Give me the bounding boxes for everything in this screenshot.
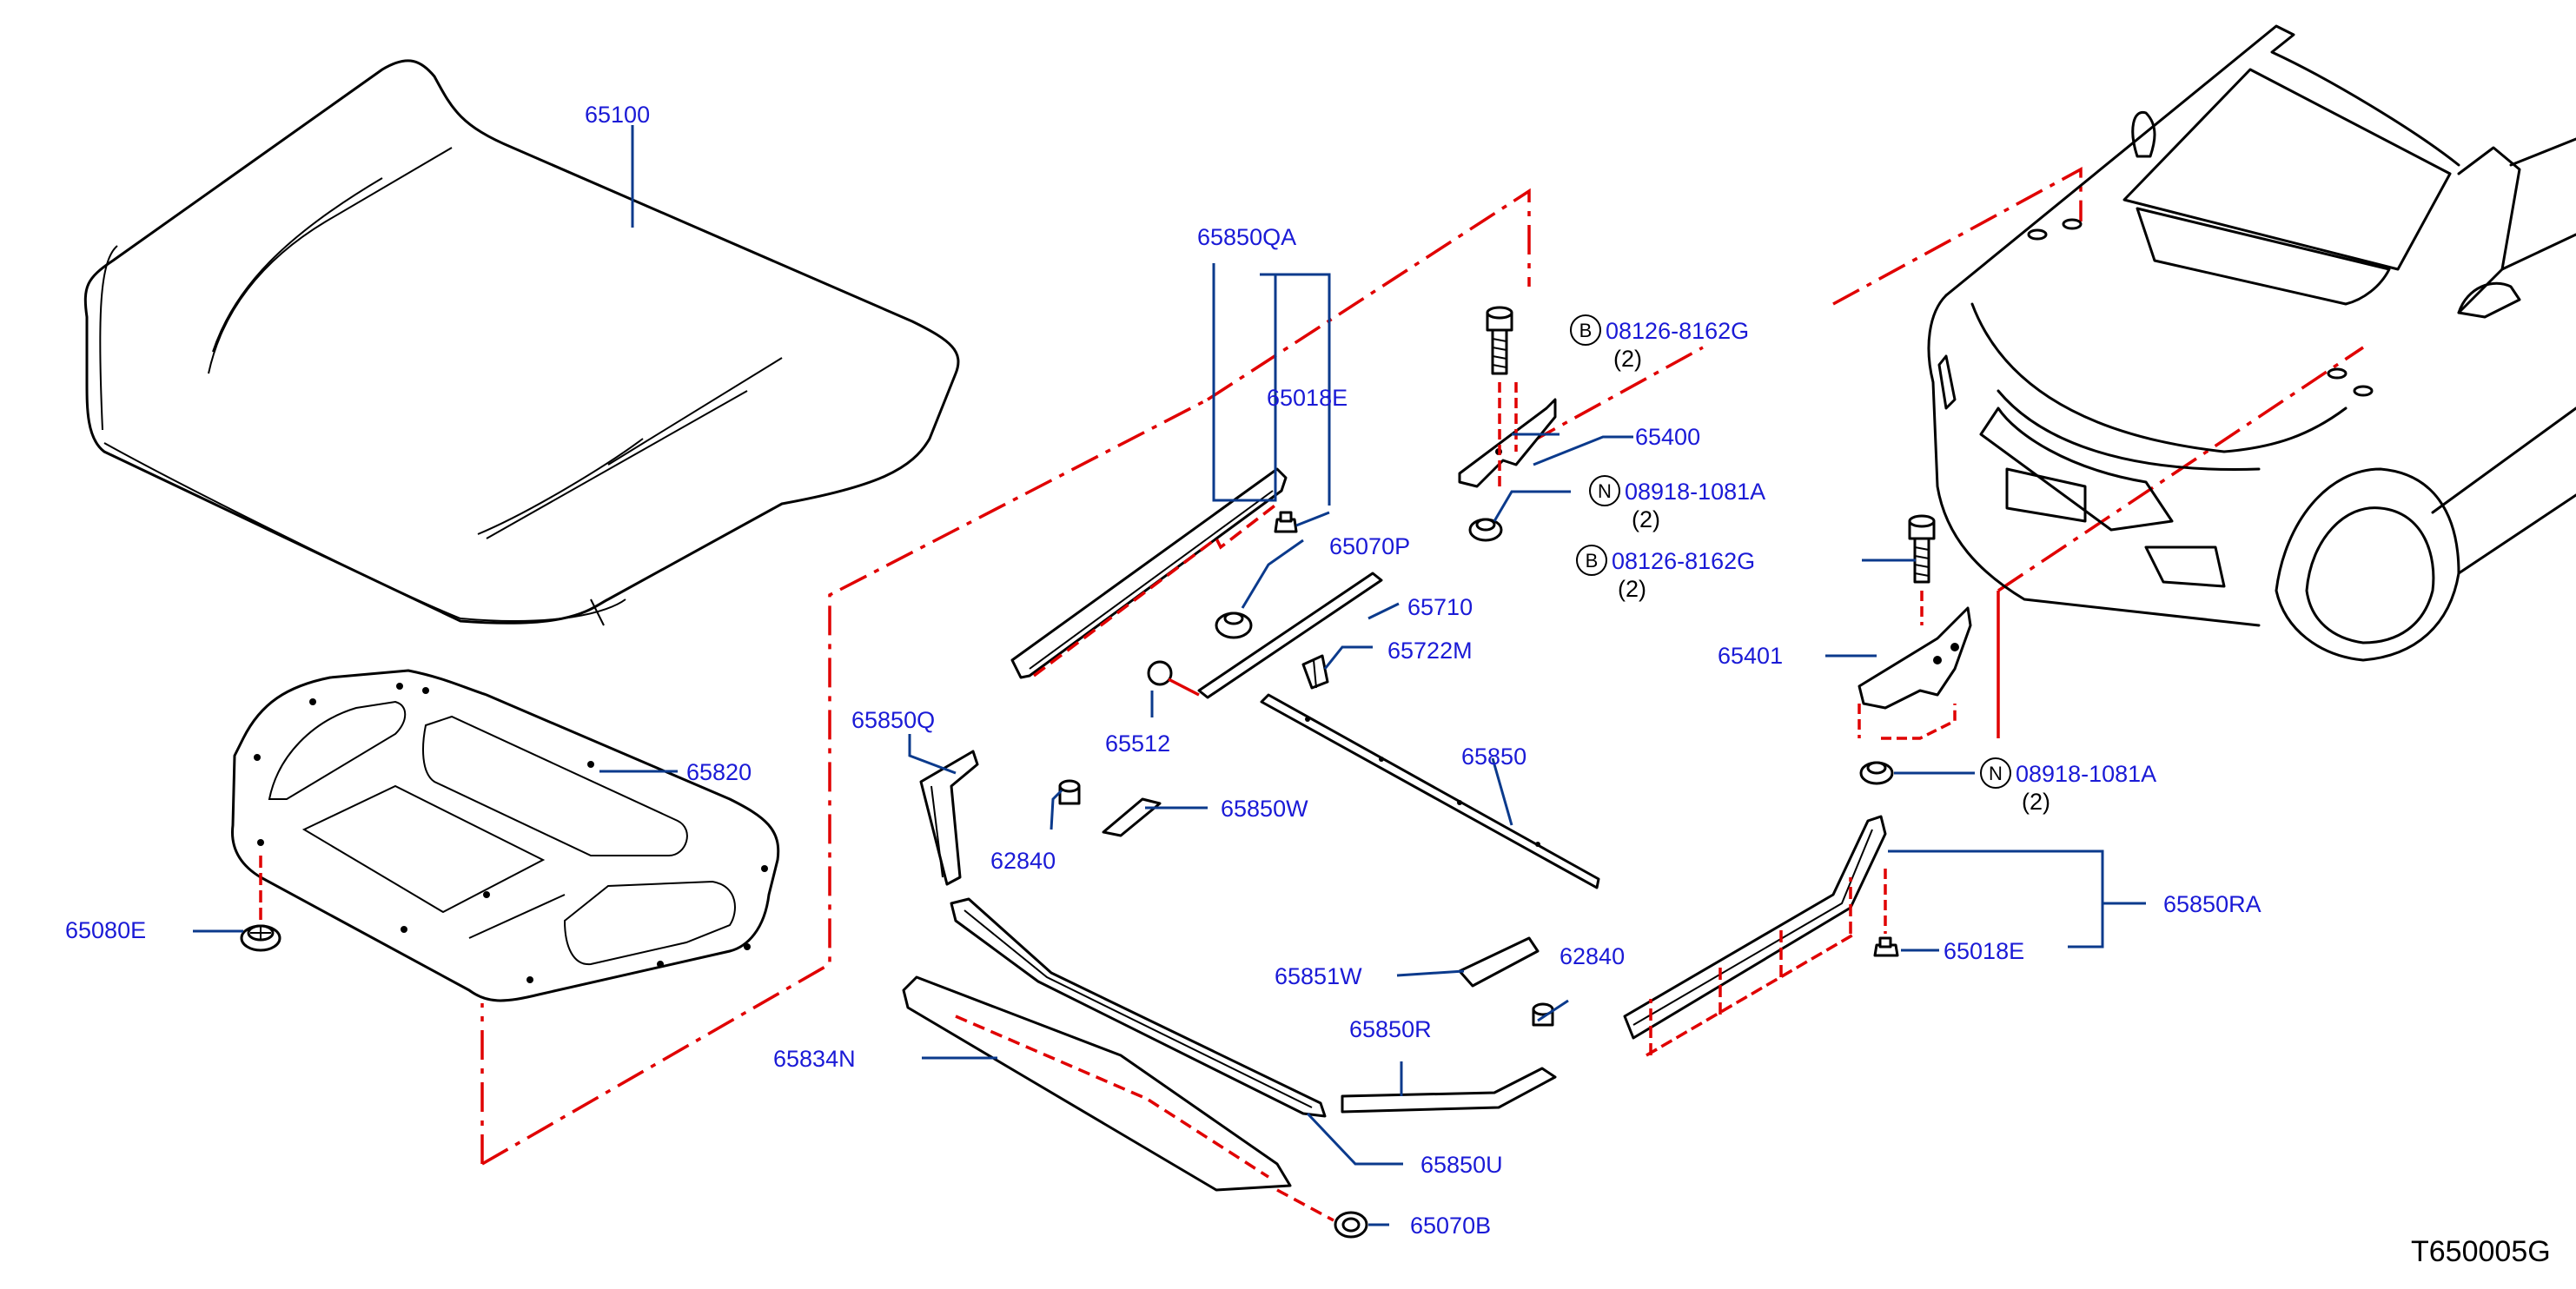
part-labels: 65100 65820 65080E 65850QA 65018E 65070P… xyxy=(65,102,2551,1268)
hood-panel xyxy=(83,59,960,626)
label-65070b: 65070B xyxy=(1410,1213,1491,1239)
label-65080e: 65080E xyxy=(65,917,146,943)
front-seal-65850u xyxy=(950,897,1327,1118)
leader-lines xyxy=(193,125,2146,1226)
label-65850qa: 65850QA xyxy=(1197,224,1296,250)
label-65850ra: 65850RA xyxy=(2163,891,2261,917)
bolt-08126-8162g-lh xyxy=(1486,306,1513,375)
clip-65018e-top xyxy=(1274,511,1298,533)
hood-hinge-65400 xyxy=(1458,398,1557,488)
label-65850u: 65850U xyxy=(1420,1152,1503,1178)
label-65100: 65100 xyxy=(585,102,650,128)
vehicle-outline xyxy=(1927,24,2576,662)
seal-65851w xyxy=(1458,936,1540,988)
hood-insulator xyxy=(230,669,780,1002)
label-65850r: 65850R xyxy=(1349,1016,1432,1042)
hood-stay-65710 xyxy=(1147,572,1383,699)
bolt-08126-8162g-rh xyxy=(1908,514,1936,584)
label-65710: 65710 xyxy=(1407,594,1473,620)
label-bolt-qty-1: (2) xyxy=(1613,346,1642,372)
diagram-code: T650005G xyxy=(2411,1235,2551,1268)
symbol-n-1 xyxy=(1589,475,1620,506)
insulator-clip-65080e xyxy=(240,924,281,952)
clip-65018e-right xyxy=(1873,936,1899,957)
label-bolt-08126-8162g-2: 08126-8162G xyxy=(1612,548,1755,574)
stay-clip-65722m xyxy=(1301,654,1329,690)
bumper-stop-62840-right xyxy=(1532,1002,1554,1027)
symbol-n-2 xyxy=(1980,757,2011,789)
label-65512: 65512 xyxy=(1105,730,1170,757)
label-nut-08918-1081a-2: 08918-1081A xyxy=(2016,761,2156,787)
label-65850q: 65850Q xyxy=(851,707,935,733)
symbol-n-1-text: N xyxy=(1598,480,1612,502)
symbol-n-2-text: N xyxy=(1989,763,2003,784)
label-65070p: 65070P xyxy=(1329,533,1410,559)
symbol-b-1 xyxy=(1570,314,1601,346)
fastener-symbols: B N B N xyxy=(1570,314,2011,789)
label-nut-qty-1: (2) xyxy=(1632,506,1660,532)
label-nut-08918-1081a-1: 08918-1081A xyxy=(1625,479,1765,505)
label-65018e-top: 65018E xyxy=(1267,385,1348,411)
seal-65850r xyxy=(1341,1067,1557,1114)
label-62840-right: 62840 xyxy=(1560,943,1625,969)
label-65018e-right: 65018E xyxy=(1944,938,2024,964)
lower-seal-65834n xyxy=(902,975,1292,1192)
label-nut-qty-2: (2) xyxy=(2022,789,2050,815)
label-65850: 65850 xyxy=(1461,744,1526,770)
label-bolt-08126-8162g-1: 08126-8162G xyxy=(1606,318,1749,344)
label-65851w: 65851W xyxy=(1275,963,1362,989)
label-65834n: 65834N xyxy=(773,1046,856,1072)
label-62840-left: 62840 xyxy=(990,848,1056,874)
nut-08918-1081a-rh xyxy=(1859,761,1894,785)
bumper-stop-62840-left xyxy=(1058,779,1081,805)
symbol-b-1-text: B xyxy=(1579,320,1593,341)
symbol-b-2-text: B xyxy=(1586,550,1599,572)
assembly-phantom-lines xyxy=(480,167,2364,1166)
label-bolt-qty-2: (2) xyxy=(1618,576,1646,602)
nut-08918-1081a-lh xyxy=(1468,518,1503,542)
hood-seal-65850 xyxy=(1260,693,1600,889)
seal-65850w xyxy=(1102,797,1162,837)
grommet-65070b xyxy=(1334,1211,1368,1239)
hood-hinge-65401 xyxy=(1858,606,1972,710)
label-65401: 65401 xyxy=(1718,643,1783,669)
side-seal-65850q xyxy=(919,750,979,886)
label-65850w: 65850W xyxy=(1221,796,1308,822)
label-65722m: 65722M xyxy=(1387,638,1473,664)
symbol-b-2 xyxy=(1576,545,1607,576)
label-65400: 65400 xyxy=(1635,424,1700,450)
label-65820: 65820 xyxy=(686,759,752,785)
grommet-65070p xyxy=(1215,611,1253,639)
side-seal-65850ra xyxy=(1623,815,1887,1040)
hood-seal-65850qa xyxy=(1010,467,1288,679)
